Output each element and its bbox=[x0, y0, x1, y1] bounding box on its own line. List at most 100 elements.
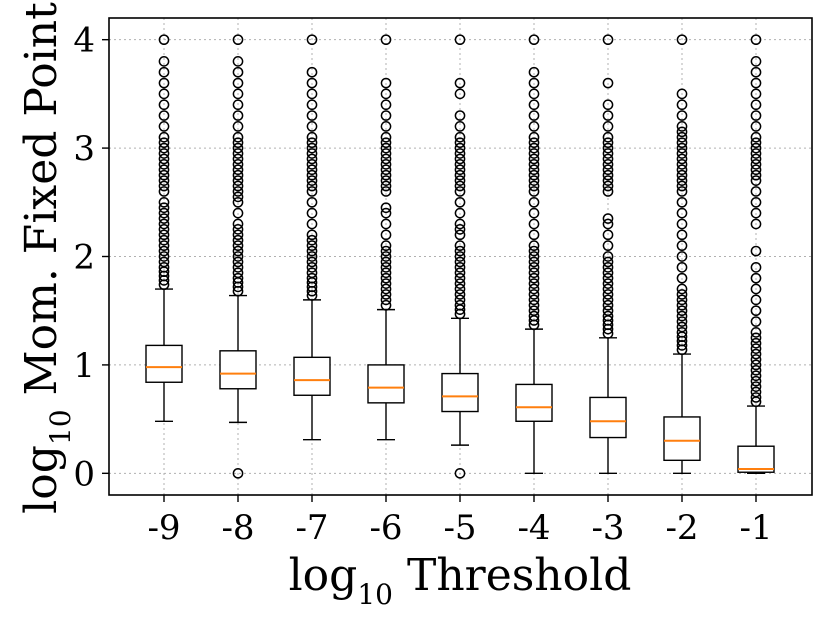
outlier-point bbox=[602, 256, 614, 268]
box-series bbox=[145, 34, 775, 479]
outlier-point bbox=[306, 159, 318, 170]
outlier-point bbox=[454, 196, 466, 208]
outlier-point bbox=[306, 131, 318, 143]
outlier-point bbox=[306, 88, 318, 100]
outlier-point bbox=[380, 289, 392, 300]
outlier-point bbox=[750, 337, 762, 349]
outlier-point bbox=[454, 278, 466, 289]
outlier-point bbox=[750, 77, 762, 89]
outlier-point bbox=[528, 153, 540, 165]
outlier-point bbox=[528, 169, 540, 181]
box-group bbox=[515, 34, 553, 475]
outlier-point bbox=[158, 153, 170, 165]
outlier-point bbox=[306, 256, 318, 268]
outlier-point bbox=[528, 294, 540, 306]
outlier-point bbox=[528, 131, 540, 143]
outlier-point bbox=[528, 240, 540, 252]
outlier-point bbox=[528, 251, 540, 262]
outlier-point bbox=[602, 186, 614, 197]
outlier-point bbox=[232, 207, 244, 219]
outlier-point bbox=[306, 169, 318, 181]
outlier-point bbox=[158, 137, 170, 149]
outlier-point bbox=[306, 261, 318, 273]
outlier-point bbox=[454, 77, 466, 89]
box-group bbox=[737, 34, 775, 475]
outlier-point bbox=[528, 283, 540, 295]
outlier-point bbox=[158, 245, 170, 257]
outlier-point bbox=[158, 240, 170, 252]
outlier-point bbox=[602, 272, 614, 284]
outlier-point bbox=[602, 34, 614, 46]
outlier-point bbox=[454, 245, 466, 257]
outlier-point bbox=[454, 299, 466, 311]
outlier-point bbox=[602, 77, 614, 89]
outlier-point bbox=[750, 88, 762, 100]
outlier-point bbox=[306, 34, 318, 46]
outlier-point bbox=[158, 207, 170, 219]
y-tick-label: 2 bbox=[73, 238, 95, 278]
outlier-point bbox=[676, 175, 688, 186]
outlier-point bbox=[454, 224, 466, 235]
outlier-point bbox=[232, 261, 244, 273]
outlier-point bbox=[454, 121, 466, 132]
outlier-point bbox=[306, 245, 318, 257]
outlier-point bbox=[232, 88, 244, 100]
outlier-point bbox=[528, 261, 540, 273]
outlier-point bbox=[676, 88, 688, 100]
outlier-point bbox=[602, 180, 614, 192]
outlier-point bbox=[676, 321, 688, 333]
outlier-point bbox=[750, 131, 762, 143]
outlier-point bbox=[380, 169, 392, 181]
outlier-point bbox=[528, 289, 540, 300]
outlier-point bbox=[602, 131, 614, 143]
outlier-point bbox=[602, 229, 614, 241]
outlier-point bbox=[676, 121, 688, 132]
outlier-point bbox=[454, 251, 466, 262]
outlier-point bbox=[602, 99, 614, 111]
outlier-point bbox=[454, 169, 466, 181]
outlier-point bbox=[676, 126, 688, 138]
outlier-point bbox=[528, 305, 540, 317]
outlier-point bbox=[750, 159, 762, 170]
outlier-point bbox=[158, 131, 170, 143]
outlier-point bbox=[158, 88, 170, 100]
outlier-point bbox=[306, 137, 318, 149]
outlier-point bbox=[306, 207, 318, 219]
outlier-point bbox=[380, 251, 392, 262]
outlier-point bbox=[528, 278, 540, 289]
outlier-point bbox=[380, 159, 392, 170]
outlier-point bbox=[528, 196, 540, 208]
outlier-point bbox=[380, 34, 392, 46]
outlier-point bbox=[158, 77, 170, 89]
outlier-point bbox=[306, 251, 318, 262]
outlier-point bbox=[602, 251, 614, 262]
outlier-point bbox=[380, 110, 392, 121]
outlier-point bbox=[232, 234, 244, 246]
outlier-point bbox=[750, 370, 762, 382]
outlier-point bbox=[232, 77, 244, 89]
outlier-point bbox=[454, 283, 466, 295]
outlier-point bbox=[232, 245, 244, 257]
outlier-point bbox=[306, 164, 318, 176]
outlier-point bbox=[380, 148, 392, 159]
outlier-point bbox=[602, 159, 614, 170]
outlier-point bbox=[750, 316, 762, 327]
outlier-point bbox=[380, 153, 392, 165]
outlier-point bbox=[528, 142, 540, 154]
outlier-point bbox=[454, 153, 466, 165]
outlier-point bbox=[750, 164, 762, 176]
outlier-point bbox=[454, 137, 466, 149]
outlier-point bbox=[750, 354, 762, 365]
outlier-point bbox=[528, 137, 540, 149]
outlier-point bbox=[676, 218, 688, 230]
outlier-point bbox=[380, 294, 392, 306]
outlier-point bbox=[232, 267, 244, 279]
outlier-point bbox=[232, 224, 244, 235]
outlier-point bbox=[602, 267, 614, 279]
outlier-point bbox=[454, 272, 466, 284]
outlier-point bbox=[602, 169, 614, 181]
outlier-point bbox=[750, 186, 762, 197]
iqr-box bbox=[367, 364, 405, 404]
outlier-point bbox=[528, 256, 540, 268]
